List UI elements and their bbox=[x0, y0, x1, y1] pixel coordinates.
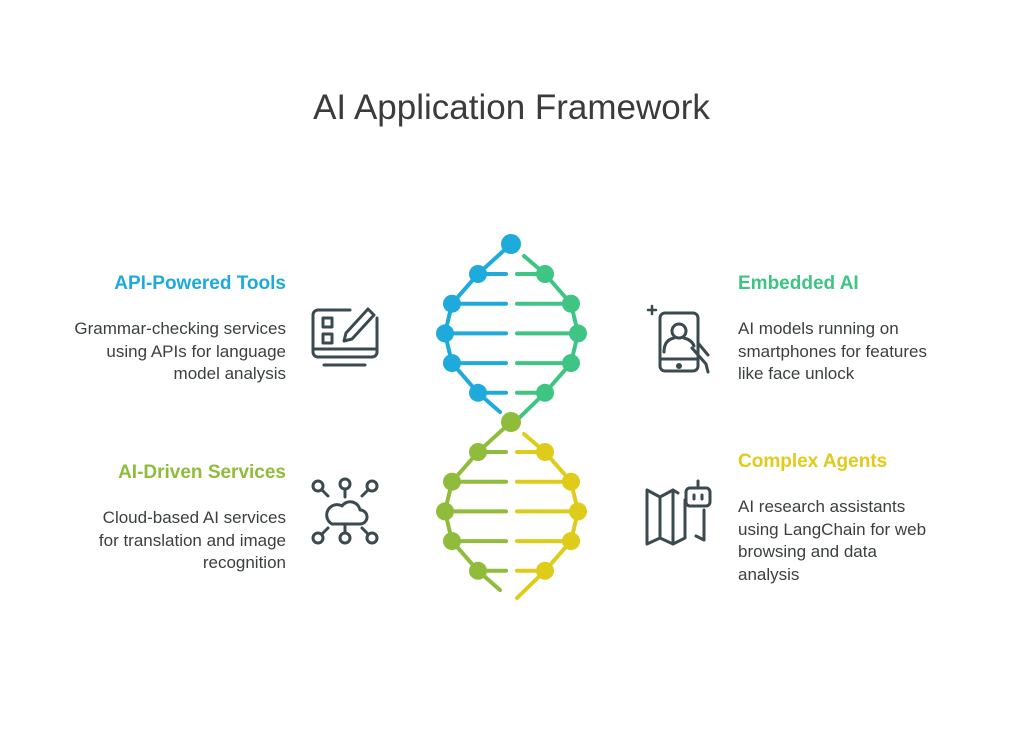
node-left bbox=[469, 265, 487, 283]
node-left bbox=[469, 443, 487, 461]
page-title: AI Application Framework bbox=[313, 88, 710, 127]
monitor-pencil-icon bbox=[311, 307, 379, 367]
node-right bbox=[536, 561, 554, 580]
node-right bbox=[562, 472, 580, 491]
node-left bbox=[443, 354, 461, 373]
node-left bbox=[469, 383, 487, 402]
node-left bbox=[443, 294, 461, 313]
node-right bbox=[536, 265, 554, 283]
heading-embedded-ai: Embedded AI bbox=[738, 273, 859, 294]
description-complex-agents: AI research assistants using LangChain f… bbox=[738, 497, 927, 584]
node-right bbox=[562, 532, 580, 551]
node-left bbox=[436, 502, 454, 521]
node-right bbox=[536, 383, 554, 402]
node-left bbox=[443, 472, 461, 491]
map-robot-icon bbox=[645, 479, 712, 546]
node-top bbox=[501, 234, 521, 254]
heading-api-powered-tools: API-Powered Tools bbox=[114, 273, 286, 294]
node-right bbox=[562, 354, 580, 373]
heading-ai-driven-services: AI-Driven Services bbox=[118, 462, 286, 483]
cloud-network-icon bbox=[311, 477, 379, 545]
node-left bbox=[436, 324, 454, 343]
node-right bbox=[569, 502, 587, 521]
node-right bbox=[536, 443, 554, 461]
node-right bbox=[569, 324, 587, 343]
node-right bbox=[562, 294, 580, 313]
node-left bbox=[443, 532, 461, 551]
description-api-powered-tools: Grammar-checking services using APIs for… bbox=[74, 319, 286, 383]
node-top bbox=[501, 412, 521, 432]
smartphone-face-icon bbox=[646, 304, 710, 374]
node-left bbox=[469, 561, 487, 580]
description-embedded-ai: AI models running on smartphones for fea… bbox=[738, 319, 927, 383]
heading-complex-agents: Complex Agents bbox=[738, 451, 888, 472]
description-ai-driven-services: Cloud-based AI services for translation … bbox=[98, 508, 286, 572]
